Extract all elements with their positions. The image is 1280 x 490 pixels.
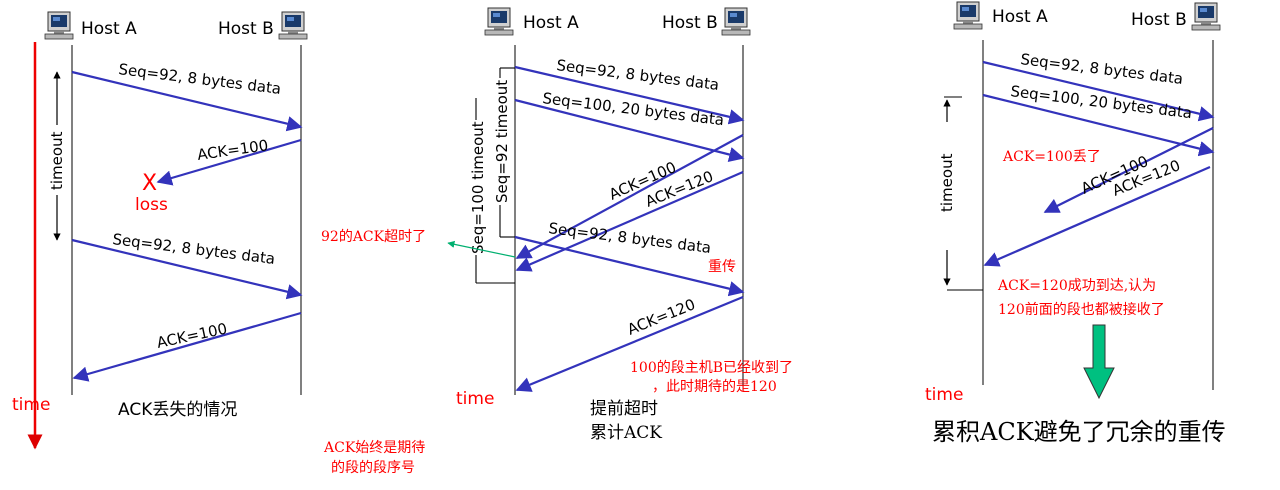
panel-premature-timeout: Host A Host B Seq=100 timeout Seq=92 tim… bbox=[321, 7, 793, 476]
time-label: time bbox=[12, 395, 50, 415]
note-ack-lost: ACK=100丢了 bbox=[1002, 149, 1101, 165]
segment-arrow bbox=[982, 60, 1215, 122]
segment-arrow bbox=[71, 70, 303, 132]
panel-caption: ACK丢失的情况 bbox=[118, 400, 237, 420]
ack-label: ACK=100 bbox=[155, 319, 229, 351]
segment-label: Seq=92, 8 bytes data bbox=[556, 56, 721, 94]
ack-arrow bbox=[515, 170, 744, 272]
segment-label: Seq=92, 8 bytes data bbox=[118, 60, 283, 98]
host-b-label: Host B bbox=[662, 13, 718, 33]
note-92-timeout: 92的ACK超时了 bbox=[321, 229, 426, 245]
time-label: time bbox=[925, 385, 963, 405]
timeout-label: timeout bbox=[48, 131, 66, 190]
note-pointer bbox=[447, 240, 516, 258]
ack-arrow bbox=[72, 311, 302, 382]
time-label: time bbox=[456, 389, 494, 409]
timeout-label: Seq=92 timeout bbox=[493, 80, 511, 203]
panel-ack-loss: Host A Host B time timeout Seq=92, 8 byt… bbox=[12, 11, 308, 450]
ack-arrow bbox=[515, 134, 744, 259]
down-arrow-icon bbox=[1083, 324, 1115, 400]
note-ack-120: ACK=120成功到达,认为 bbox=[997, 278, 1156, 294]
segment-label: Seq=92, 8 bytes data bbox=[112, 230, 277, 268]
host-b-label: Host B bbox=[218, 19, 274, 39]
host-a-label: Host A bbox=[523, 13, 579, 33]
loss-label: loss bbox=[135, 195, 168, 215]
segment-arrow bbox=[514, 98, 745, 163]
segment-arrow bbox=[982, 93, 1215, 157]
timeout-label: timeout bbox=[938, 153, 956, 212]
segment-label: Seq=100, 20 bytes data bbox=[1010, 82, 1194, 122]
panel-caption: 累计ACK bbox=[590, 423, 662, 443]
computer-icon bbox=[721, 7, 751, 36]
panel-caption: 提前超时 bbox=[590, 399, 658, 419]
computer-icon bbox=[278, 11, 308, 40]
ack-arrow bbox=[983, 165, 1211, 267]
host-a-label: Host A bbox=[81, 19, 137, 39]
ack-arrow bbox=[1043, 127, 1214, 213]
segment-arrow bbox=[514, 65, 745, 125]
host-b-label: Host B bbox=[1131, 10, 1187, 30]
computer-icon bbox=[44, 11, 74, 40]
computer-icon bbox=[484, 7, 514, 36]
segment-arrow bbox=[514, 235, 745, 297]
note-100-received: ，此时期待的是120 bbox=[652, 379, 777, 395]
ack-arrow bbox=[515, 295, 744, 392]
ack-label: ACK=120 bbox=[625, 295, 698, 338]
ack-arrow bbox=[156, 138, 302, 186]
host-a-label: Host A bbox=[992, 7, 1048, 27]
timeout-label: Seq=100 timeout bbox=[469, 121, 487, 254]
resend-label: 重传 bbox=[708, 259, 736, 275]
segment-label: Seq=92, 8 bytes data bbox=[1020, 50, 1185, 88]
segment-arrow bbox=[71, 238, 303, 300]
note-ack-expected: ACK始终是期待 bbox=[323, 440, 425, 456]
note-ack-expected: 的段的段序号 bbox=[331, 460, 415, 476]
panel-cumulative-ack: Host A Host B Seq=92, 8 bytes data Seq=1… bbox=[925, 1, 1226, 446]
note-ack-120: 120前面的段也都被接收了 bbox=[998, 301, 1165, 318]
panel-caption: 累积ACK避免了冗余的重传 bbox=[932, 418, 1226, 446]
loss-x-mark: X bbox=[142, 171, 157, 196]
note-100-received: 100的段主机B已经收到了 bbox=[630, 360, 793, 376]
computer-icon bbox=[1191, 2, 1221, 31]
computer-icon bbox=[953, 1, 983, 30]
